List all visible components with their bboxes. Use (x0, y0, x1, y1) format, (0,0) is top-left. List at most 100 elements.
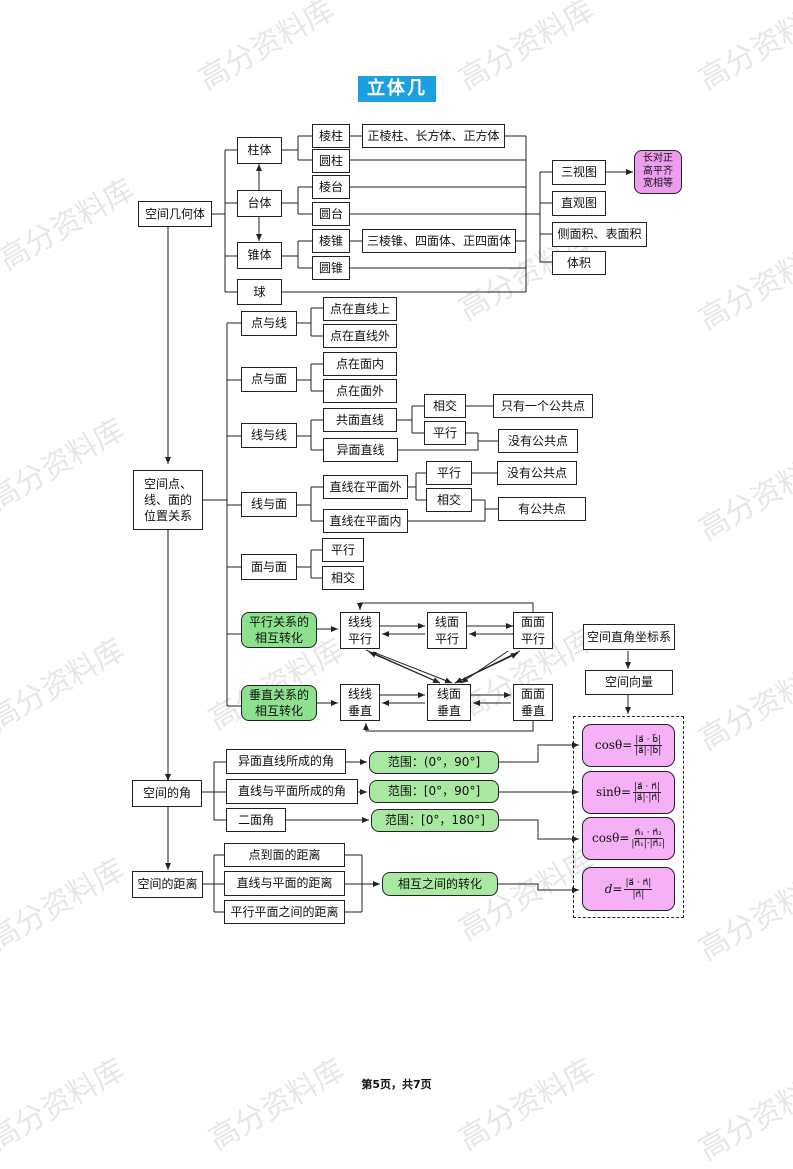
point-in-plane: 点在面内 (323, 352, 397, 376)
f2-den: |a⃗|·|n⃗| (633, 793, 661, 803)
parallel-transform-title: 平行关系的 相互转化 (241, 612, 317, 648)
line-in-plane: 直线在平面内 (323, 509, 408, 533)
mutual-transform: 相互之间的转化 (382, 872, 498, 896)
pp-parallel-2: 平行 (520, 631, 545, 646)
formula-skew-angle: cosθ=|a⃗ · b⃗||a⃗|·|b⃗| (582, 724, 675, 767)
line-plane-perp: 线面 垂直 (427, 684, 471, 721)
line-plane-distance: 直线与平面的距离 (224, 871, 345, 896)
intersect-1: 相交 (424, 394, 466, 418)
plane-plane-parallel: 面面 平行 (513, 612, 553, 649)
pyramid-types: 三棱锥、四面体、正四面体 (362, 229, 516, 253)
cone: 圆锥 (312, 256, 350, 280)
line-line-parallel: 线线 平行 (340, 612, 380, 649)
intersect-3: 相交 (322, 566, 364, 590)
volume: 体积 (552, 251, 606, 275)
intuitive-view: 直观图 (552, 191, 606, 216)
skew-angle: 异面直线所成的角 (226, 749, 346, 774)
point-out-plane: 点在面外 (323, 379, 397, 403)
parallel-3: 平行 (322, 538, 364, 562)
root-line-1: 空间点、 (143, 476, 192, 491)
frustum-group: 台体 (237, 190, 282, 217)
plane-plane-perp: 面面 垂直 (513, 684, 553, 721)
f3-lhs: cosθ= (591, 831, 630, 846)
cone-frustum: 圆台 (312, 202, 350, 226)
rule-line-1: 长对正 (643, 153, 673, 165)
point-on-line: 点在直线上 (323, 297, 397, 321)
lp-perp-2: 垂直 (436, 703, 461, 718)
pp-perp-1: 面面 (520, 687, 545, 702)
root-line-3: 位置关系 (143, 509, 192, 524)
pp-parallel-1: 面面 (520, 615, 545, 630)
perp-title-line-2: 相互转化 (254, 704, 303, 718)
one-common-point: 只有一个公共点 (493, 394, 593, 418)
lp-perp-1: 线面 (436, 687, 461, 702)
line-plane-angle: 直线与平面所成的角 (226, 779, 358, 804)
prism-types: 正棱柱、长方体、正方体 (362, 124, 505, 148)
no-common-point-2: 没有公共点 (497, 461, 577, 485)
f4-num: |a⃗ · n⃗| (624, 878, 653, 890)
ll-perp-1: 线线 (347, 687, 372, 702)
three-views: 三视图 (552, 160, 606, 185)
no-common-point-1: 没有公共点 (498, 429, 578, 453)
skew-lines: 异面直线 (323, 438, 398, 462)
ll-parallel-2: 平行 (347, 631, 372, 646)
coplanar-lines: 共面直线 (323, 408, 397, 432)
intersect-2: 相交 (426, 488, 472, 512)
root-solids: 空间几何体 (138, 201, 212, 227)
pp-perp-2: 垂直 (520, 703, 545, 718)
point-line: 点与线 (241, 311, 297, 336)
parallel-title-line-1: 平行关系的 (248, 614, 309, 629)
ll-perp-2: 垂直 (347, 703, 372, 718)
surface-area: 侧面积、表面积 (552, 222, 647, 247)
f4-lhs: d= (604, 881, 623, 896)
cylinder: 圆柱 (312, 149, 350, 173)
lp-parallel-1: 线面 (434, 615, 459, 630)
f1-lhs: cosθ= (594, 738, 633, 753)
lp-parallel-2: 平行 (434, 631, 459, 646)
plane-plane-distance: 平行平面之间的距离 (224, 900, 345, 924)
point-off-line: 点在直线外 (323, 324, 397, 348)
point-plane-distance: 点到面的距离 (224, 843, 345, 867)
range-2: 范围：[0°，90°] (369, 780, 499, 803)
formula-panel (573, 716, 684, 918)
perp-title-line-1: 垂直关系的 (248, 687, 309, 702)
line-plane: 线与面 (241, 492, 297, 517)
formula-distance: d=|a⃗ · n⃗||n⃗| (582, 867, 675, 911)
line-line: 线与线 (241, 423, 297, 448)
f1-num: |a⃗ · b⃗| (634, 734, 663, 746)
formula-line-plane-angle: sinθ=|a⃗ · n⃗||a⃗|·|n⃗| (582, 771, 675, 814)
line-plane-parallel: 线面 平行 (427, 612, 467, 649)
rule-line-2: 高平齐 (643, 165, 673, 177)
formula-dihedral-angle: cosθ=n⃗₁ · n⃗₂|n⃗₁|·|n⃗₂| (582, 817, 675, 860)
f1-den: |a⃗|·|b⃗| (635, 746, 662, 756)
line-line-perp: 线线 垂直 (340, 684, 380, 721)
frustum: 棱台 (312, 175, 350, 199)
dihedral-angle: 二面角 (226, 808, 286, 832)
page-title: 立体几何 (358, 76, 436, 125)
prism: 棱柱 (312, 124, 350, 148)
space-vector: 空间向量 (585, 670, 673, 695)
has-common-point: 有公共点 (498, 497, 586, 521)
parallel-1: 平行 (424, 421, 466, 445)
coord-system: 空间直角坐标系 (583, 624, 675, 650)
parallel-2: 平行 (426, 461, 472, 485)
root-relations: 空间点、 线、面的 位置关系 (133, 470, 203, 530)
root-line-2: 线、面的 (143, 492, 192, 507)
f4-den: |n⃗| (632, 889, 645, 900)
range-3: 范围：[0°，180°] (371, 809, 499, 832)
parallel-title-line-2: 相互转化 (254, 631, 303, 645)
perp-transform-title: 垂直关系的 相互转化 (241, 685, 317, 721)
point-plane: 点与面 (241, 367, 297, 392)
f2-num: |a⃗ · n⃗| (633, 781, 661, 793)
plane-plane: 面与面 (241, 554, 297, 580)
root-distances: 空间的距离 (132, 871, 203, 898)
rule-line-3: 宽相等 (643, 178, 673, 190)
f2-lhs: sinθ= (596, 785, 632, 800)
prism-group: 柱体 (237, 137, 282, 164)
root-angles: 空间的角 (132, 780, 202, 807)
pyramid: 棱锥 (312, 229, 350, 253)
f3-den: |n⃗₁|·|n⃗₂| (631, 839, 665, 849)
page-footer: 第5页，共7页 (361, 1078, 432, 1091)
line-out-plane: 直线在平面外 (323, 475, 408, 499)
f3-num: n⃗₁ · n⃗₂ (633, 827, 663, 839)
